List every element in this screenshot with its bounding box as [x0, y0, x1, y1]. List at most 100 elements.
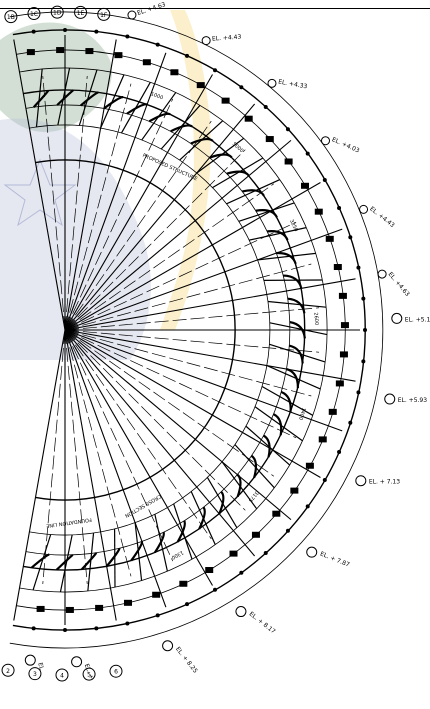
radial-line [13, 39, 66, 331]
curved-rib [218, 491, 225, 515]
elevation-marker [384, 393, 396, 405]
brace-member [261, 385, 314, 416]
grid-bubble-bottom [82, 667, 96, 681]
curved-rib [287, 297, 306, 314]
radial-line [64, 278, 356, 331]
brace-member [234, 444, 275, 489]
arc-262 [19, 67, 328, 593]
column-block [221, 97, 230, 104]
column-block [301, 182, 310, 189]
dimension-text: 1400 [297, 407, 307, 421]
column-block [339, 351, 348, 358]
brace-member [266, 365, 321, 390]
radial-line [42, 75, 66, 331]
upper-elevation-marker [201, 36, 211, 46]
grid-bubble-top-label: 1E [77, 10, 85, 17]
upper-elevation-marker [127, 10, 137, 20]
radial-line [64, 329, 343, 432]
curved-rib [153, 531, 165, 554]
dimension-text: 5000 [231, 141, 244, 154]
elevation-marker [235, 606, 247, 618]
curved-rib [170, 124, 193, 133]
node-point [125, 34, 130, 39]
radial-line [64, 139, 292, 331]
brace-member [257, 252, 316, 261]
column-block [290, 487, 299, 494]
brace-member [212, 157, 264, 189]
radial-line [64, 329, 312, 397]
curved-rib [105, 548, 121, 568]
node-point [263, 550, 268, 555]
elevation-marker [71, 656, 83, 668]
curved-rib [148, 112, 171, 123]
node-point [63, 628, 67, 632]
node-point [285, 127, 290, 132]
arc-225 [25, 104, 291, 556]
column-block [325, 235, 334, 242]
radial-line [64, 98, 174, 331]
curved-rib [30, 553, 50, 569]
column-block [36, 605, 45, 612]
curved-rib [32, 89, 50, 108]
arc-280 [16, 49, 346, 611]
brace-member [87, 532, 95, 592]
watermark-logo [0, 10, 211, 361]
column-block [229, 550, 238, 557]
grid-bubble-top [27, 7, 41, 21]
upper-elevation-marker [321, 136, 331, 146]
node-point [94, 29, 99, 34]
node-point [94, 626, 99, 631]
column-block [318, 436, 327, 443]
column-block [338, 292, 347, 299]
elevation-marker [306, 546, 318, 558]
node-point [348, 420, 353, 425]
curved-rib [242, 189, 265, 197]
elevation-marker [24, 654, 36, 666]
column-block [26, 49, 35, 56]
curved-rib [190, 137, 214, 145]
curved-rib [267, 230, 289, 241]
column-block [196, 82, 205, 89]
curved-rib [198, 506, 206, 530]
brace-member [269, 343, 326, 363]
dimension-text: 1300 [170, 549, 184, 560]
grid-bubble-bottom [109, 664, 123, 678]
node-point [337, 450, 342, 455]
radial-line [64, 83, 132, 331]
curved-rib [55, 553, 74, 571]
brace-member [245, 425, 290, 466]
node-point [285, 528, 290, 533]
column-block [179, 580, 188, 587]
radial-line [64, 329, 297, 439]
grid-bubble-top-label: 1B [7, 14, 15, 21]
brace-member [226, 179, 280, 205]
curved-rib [280, 390, 292, 413]
node-point [322, 178, 327, 182]
column-block [205, 567, 214, 574]
upper-elevation-label: EL. +4.63 [387, 271, 411, 298]
elevation-label: EL. [36, 662, 45, 673]
column-block [244, 115, 253, 122]
curved-rib [273, 413, 283, 436]
grid-bubble-bottom-label: 4 [60, 672, 64, 679]
node-point [363, 328, 367, 332]
elevation-label: EL. + 8.25 [174, 646, 199, 675]
node-point [213, 587, 217, 592]
radial-line [64, 329, 132, 577]
dimension-text: 3250 [288, 219, 299, 233]
elevation-label: EL. + 8.17 [248, 611, 277, 636]
grid-bubble-bottom-label: 6 [114, 669, 118, 676]
radial-line [64, 329, 320, 353]
node-point [305, 151, 310, 156]
elevation-label: EL. +5.17 [405, 316, 430, 323]
node-point [31, 29, 36, 34]
radial-line [64, 329, 256, 557]
column-block [142, 59, 151, 66]
node-point [185, 602, 190, 607]
node-point [63, 28, 67, 32]
dimension-text: 2600 [312, 312, 319, 325]
elevation-marker [391, 312, 403, 324]
node-point [213, 68, 217, 73]
curved-rib [236, 473, 242, 498]
